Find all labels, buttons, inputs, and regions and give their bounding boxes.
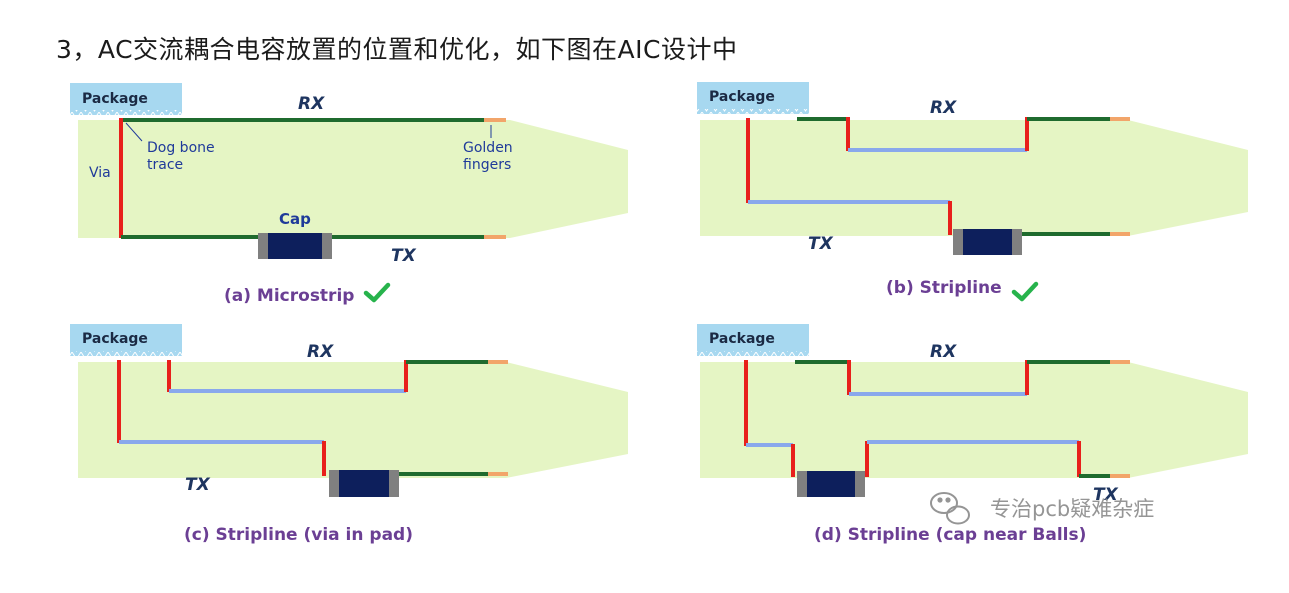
checkmark-icon xyxy=(363,282,391,303)
capacitor xyxy=(329,470,399,497)
panel-d-stripline-cap-near-balls: Package RX TX (d) Stripline (cap near Ba… xyxy=(697,324,1248,545)
tx-label: TX xyxy=(185,475,211,495)
rx-golden-finger xyxy=(1110,360,1130,364)
watermark-text: 专治pcb疑难杂症 xyxy=(990,497,1154,521)
package-block: Package xyxy=(70,83,182,119)
rx-label: RX xyxy=(930,98,957,118)
package-label: Package xyxy=(709,89,775,105)
checkmark-icon xyxy=(1011,281,1039,302)
rx-label: RX xyxy=(930,342,957,362)
package-block: Package xyxy=(697,324,809,360)
package-label: Package xyxy=(82,91,148,107)
via-label: Via xyxy=(89,165,111,181)
tx-golden-finger xyxy=(488,472,508,476)
tx-golden-finger xyxy=(1110,232,1130,236)
package-block: Package xyxy=(697,82,809,118)
pcb-board xyxy=(700,120,1248,236)
tx-label: TX xyxy=(391,246,417,266)
dog-bone-pointer xyxy=(125,122,143,142)
caption-b: (b) Stripline xyxy=(886,278,1002,298)
golden-label: Golden xyxy=(463,140,513,156)
caption-d: (d) Stripline (cap near Balls) xyxy=(814,525,1086,545)
capacitor xyxy=(953,229,1022,255)
watermark: 专治pcb疑难杂症 xyxy=(930,492,1154,525)
cap-label: Cap xyxy=(279,210,311,228)
caption-c: (c) Stripline (via in pad) xyxy=(184,525,413,545)
fingers-label: fingers xyxy=(463,157,511,173)
dog-bone-label: Dog bone xyxy=(147,140,215,156)
rx-golden-finger xyxy=(1110,117,1130,121)
page-heading: 3，AC交流耦合电容放置的位置和优化，如下图在AIC设计中 xyxy=(56,35,738,64)
rx-golden-finger xyxy=(488,360,508,364)
tx-label: TX xyxy=(1093,485,1119,505)
caption-a: (a) Microstrip xyxy=(224,286,354,306)
trace-label: trace xyxy=(147,157,183,173)
tx-golden-finger xyxy=(484,235,506,239)
pcb-board xyxy=(700,362,1248,478)
rx-golden-finger xyxy=(484,118,506,122)
package-label: Package xyxy=(709,331,775,347)
panel-c-stripline-via-in-pad: Package RX TX (c) Stripline (via in pad) xyxy=(70,324,628,545)
rx-label: RX xyxy=(307,342,334,362)
capacitor xyxy=(258,233,332,259)
package-label: Package xyxy=(82,331,148,347)
pcb-board xyxy=(78,120,628,238)
panel-a-microstrip: Package RX TX Via Cap Dog bone trace Gol… xyxy=(70,83,628,306)
package-block: Package xyxy=(70,324,182,360)
panel-b-stripline: Package RX TX (b) Stripline xyxy=(697,82,1248,302)
wechat-icon xyxy=(930,492,970,525)
rx-label: RX xyxy=(298,94,325,114)
capacitor xyxy=(797,471,865,497)
tx-golden-finger xyxy=(1110,474,1130,478)
tx-label: TX xyxy=(808,234,834,254)
pcb-board xyxy=(78,362,628,478)
